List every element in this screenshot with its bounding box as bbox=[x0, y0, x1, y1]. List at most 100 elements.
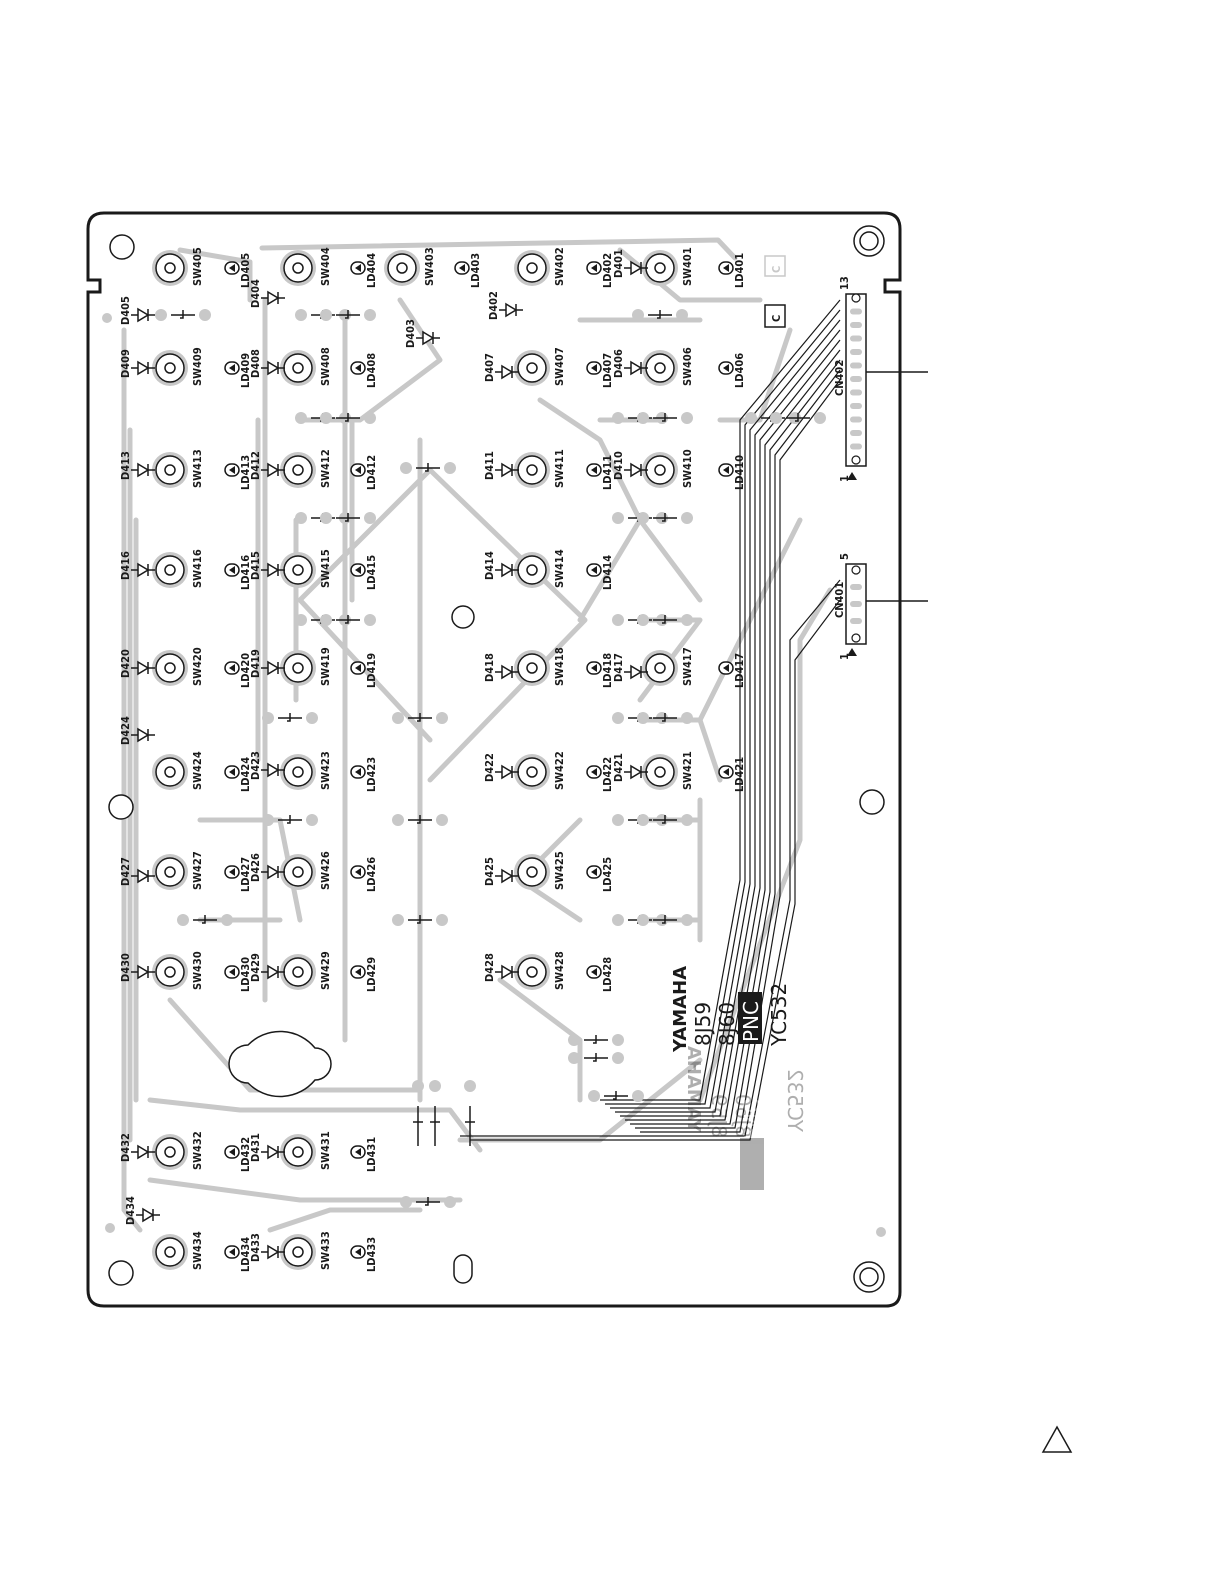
switch-label: SW427 bbox=[191, 851, 204, 890]
led-ld416: LD416 bbox=[224, 555, 252, 590]
connector-pin bbox=[850, 322, 862, 328]
board-outline bbox=[86, 211, 902, 1308]
pnc-badge: PNC bbox=[739, 1001, 763, 1042]
board-markings-mirrored: YAMAHA 8J59 8J60 PNC YC532 bbox=[683, 1046, 807, 1190]
diode-label: D412 bbox=[249, 451, 262, 480]
switch-center bbox=[292, 966, 304, 978]
led-label: LD433 bbox=[365, 1237, 378, 1272]
jumper-vertical bbox=[412, 1080, 424, 1146]
part-number-2-mirrored: 8J60 bbox=[731, 1094, 755, 1138]
led-ld420: LD420 bbox=[224, 653, 252, 688]
diode-body bbox=[630, 462, 643, 478]
switch-center bbox=[292, 662, 304, 674]
connector-pin bbox=[850, 308, 862, 315]
connector-pin bbox=[850, 443, 862, 450]
diode-d405: D405 bbox=[119, 296, 155, 325]
cn401-pin1-marker bbox=[847, 648, 857, 656]
led-ld414: LD414 bbox=[586, 555, 614, 590]
led-ld411: LD411 bbox=[586, 455, 614, 490]
jumper-vertical bbox=[429, 1080, 441, 1146]
led-label: LD414 bbox=[601, 555, 614, 590]
led-label: LD428 bbox=[601, 957, 614, 992]
diode-body bbox=[501, 964, 514, 980]
switch-label: SW407 bbox=[553, 347, 566, 386]
switch-sw405: SW405 bbox=[152, 247, 204, 286]
connector-cn402: CN402 1 13 bbox=[833, 276, 928, 482]
diode-label: D402 bbox=[487, 291, 500, 320]
led-label: LD417 bbox=[733, 653, 746, 688]
switch-label: SW404 bbox=[319, 247, 332, 286]
switch-sw417: SW417 bbox=[642, 647, 694, 686]
diode-body bbox=[137, 727, 150, 743]
switch-center bbox=[164, 766, 176, 778]
switch-sw433: SW433 bbox=[280, 1231, 332, 1270]
led-label: LD431 bbox=[365, 1137, 378, 1172]
cn401-pin-last: 5 bbox=[838, 553, 851, 560]
led-polarity bbox=[723, 768, 729, 776]
led-ld425: LD425 bbox=[586, 857, 614, 892]
diode-body bbox=[137, 964, 150, 980]
cap-mark: C bbox=[764, 304, 786, 328]
led-ld427: LD427 bbox=[224, 857, 252, 892]
switch-center bbox=[164, 966, 176, 978]
switch-sw408: SW408 bbox=[280, 347, 332, 386]
cn402-label: CN402 bbox=[833, 360, 846, 396]
diode-label: D426 bbox=[249, 853, 262, 882]
diode-body bbox=[137, 660, 150, 676]
led-label: LD416 bbox=[239, 555, 252, 590]
led-ld419: LD419 bbox=[350, 653, 378, 688]
diode-d430: D430 bbox=[119, 953, 155, 982]
diode-label: D433 bbox=[249, 1233, 262, 1262]
led-polarity bbox=[355, 566, 361, 574]
switch-sw407: SW407 bbox=[514, 347, 566, 386]
switch-label: SW425 bbox=[553, 851, 566, 890]
jumper bbox=[400, 462, 456, 474]
led-label: LD424 bbox=[239, 757, 252, 792]
switch-center bbox=[526, 766, 538, 778]
diode-d412: D412 bbox=[249, 451, 285, 480]
led-polarity bbox=[355, 968, 361, 976]
switch-center bbox=[292, 866, 304, 878]
diode-label: D410 bbox=[612, 451, 625, 480]
diode-d410: D410 bbox=[612, 451, 648, 480]
switch-sw434: SW434 bbox=[152, 1231, 204, 1270]
led-ld433: LD433 bbox=[350, 1237, 378, 1272]
diode-d428: D428 bbox=[483, 953, 519, 982]
diode-d416: D416 bbox=[119, 551, 155, 580]
switch-label: SW406 bbox=[681, 347, 694, 386]
switch-center bbox=[526, 662, 538, 674]
switch-label: SW416 bbox=[191, 549, 204, 588]
diode-label: D418 bbox=[483, 653, 496, 682]
switch-label: SW405 bbox=[191, 247, 204, 286]
diode-label: D401 bbox=[612, 249, 625, 278]
led-polarity bbox=[459, 264, 465, 272]
led-ld401: LD401 bbox=[718, 253, 746, 288]
led-label: LD427 bbox=[239, 857, 252, 892]
led-ld415: LD415 bbox=[350, 555, 378, 590]
switch-sw412: SW412 bbox=[280, 449, 332, 488]
switch-center bbox=[292, 1146, 304, 1158]
led-label: LD430 bbox=[239, 957, 252, 992]
jumper bbox=[320, 614, 376, 626]
diode-label: D431 bbox=[249, 1133, 262, 1162]
led-label: LD419 bbox=[365, 653, 378, 688]
switch-sw430: SW430 bbox=[152, 951, 204, 990]
cn401-label: CN401 bbox=[833, 582, 846, 618]
diode-body bbox=[501, 562, 514, 578]
led-ld430: LD430 bbox=[224, 957, 252, 992]
diode-body bbox=[267, 562, 280, 578]
switch-sw416: SW416 bbox=[152, 549, 204, 588]
connector-pin bbox=[851, 565, 861, 575]
switch-center bbox=[164, 662, 176, 674]
jumper bbox=[568, 1052, 624, 1064]
led-label: LD422 bbox=[601, 757, 614, 792]
connector-cn401: CN401 1 5 bbox=[833, 553, 928, 660]
jumper bbox=[770, 412, 826, 424]
jumper bbox=[632, 309, 688, 321]
jumper bbox=[392, 814, 448, 826]
led-ld429: LD429 bbox=[350, 957, 378, 992]
part-number-2: 8J60 bbox=[715, 1002, 739, 1046]
led-polarity bbox=[355, 466, 361, 474]
led-polarity bbox=[591, 664, 597, 672]
